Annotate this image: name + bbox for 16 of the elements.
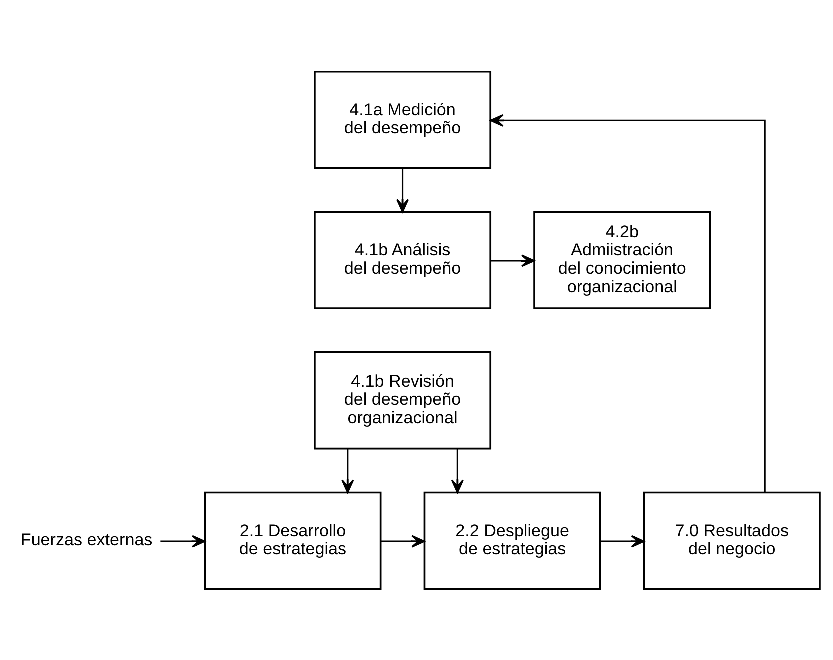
arrow	[381, 534, 426, 548]
arrow	[160, 534, 206, 548]
arrow	[490, 254, 536, 267]
arrow	[396, 168, 410, 212]
arrow	[342, 448, 354, 493]
arrow	[600, 534, 645, 548]
node-box: 2.2 Despliegue de estrategias	[424, 491, 602, 590]
arrow	[490, 114, 766, 492]
node-box: 4.1a Medición del desempeño	[314, 70, 492, 169]
node-box: 2.1 Desarrollo de estrategias	[204, 491, 382, 590]
arrow	[451, 448, 464, 493]
node-box: 4.1b Revisión del desempeño organizacional	[314, 351, 492, 450]
node-box: 7.0 Resultados del negocio	[643, 491, 821, 590]
node-box: 4.2b Admiistración del conocimiento organizacional	[534, 210, 712, 309]
node-text: Fuerzas externas	[20, 530, 153, 549]
node-box: 4.1b Análisis del desempeño	[314, 210, 492, 309]
